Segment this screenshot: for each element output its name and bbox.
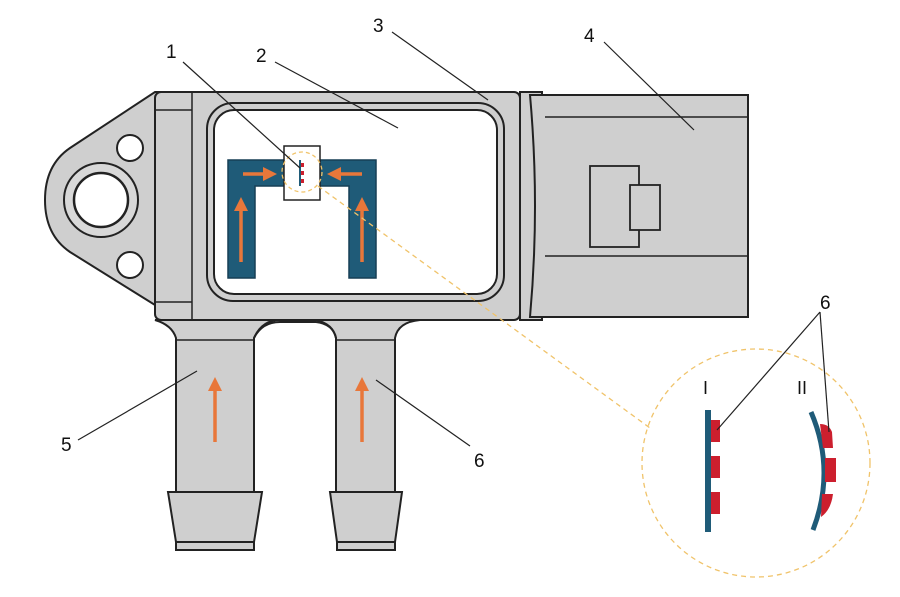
leader-1 <box>182 61 301 169</box>
piezo-bent-2 <box>825 458 836 482</box>
piezo-bent-3 <box>821 494 833 517</box>
piezo-flat-1 <box>711 420 720 442</box>
callout-6: 6 <box>474 451 485 472</box>
leader-6 <box>375 379 471 447</box>
piezo-bent-1 <box>820 424 833 448</box>
pipe-6 <box>315 319 421 493</box>
leader-6-detail-b <box>819 311 830 433</box>
pipe-5-tip <box>175 541 255 551</box>
piezo-flat-3 <box>711 492 720 514</box>
pipe-5-nozzle <box>166 491 264 543</box>
small-hole-bottom <box>116 251 144 279</box>
pipe-5 <box>154 319 281 493</box>
mounting-hole-inner <box>72 171 130 229</box>
pipe-6-nozzle <box>328 491 404 543</box>
piezo-mini-3 <box>301 179 304 183</box>
connector-latch <box>589 165 640 248</box>
zoom-source-ring <box>281 151 323 193</box>
leader-5 <box>77 370 198 441</box>
zoom-detail-circle <box>641 348 871 578</box>
callout-6-detail: 6 <box>820 293 831 314</box>
leader-3 <box>391 31 489 101</box>
callout-2: 2 <box>256 46 267 67</box>
piezo-mini-2 <box>301 171 304 175</box>
leader-4 <box>603 41 695 131</box>
label-state-bent: II <box>797 378 807 398</box>
small-hole-top <box>116 134 144 162</box>
piezo-flat-2 <box>711 456 720 478</box>
leader-6-detail-a <box>716 311 821 431</box>
callout-1: 1 <box>166 42 177 63</box>
callout-3: 3 <box>373 16 384 37</box>
housing-bottom-edge <box>253 321 337 339</box>
callout-4: 4 <box>584 26 595 47</box>
label-state-flat: I <box>703 378 708 398</box>
leader-2 <box>274 61 399 129</box>
diaphragm-flat <box>705 410 711 532</box>
connector-latch-tab <box>629 184 661 231</box>
piezo-mini-1 <box>301 163 304 167</box>
callout-5: 5 <box>61 435 72 456</box>
zoom-projection-line <box>317 185 651 429</box>
pipe-6-tip <box>336 541 396 551</box>
diaphragm-bent <box>808 411 827 531</box>
